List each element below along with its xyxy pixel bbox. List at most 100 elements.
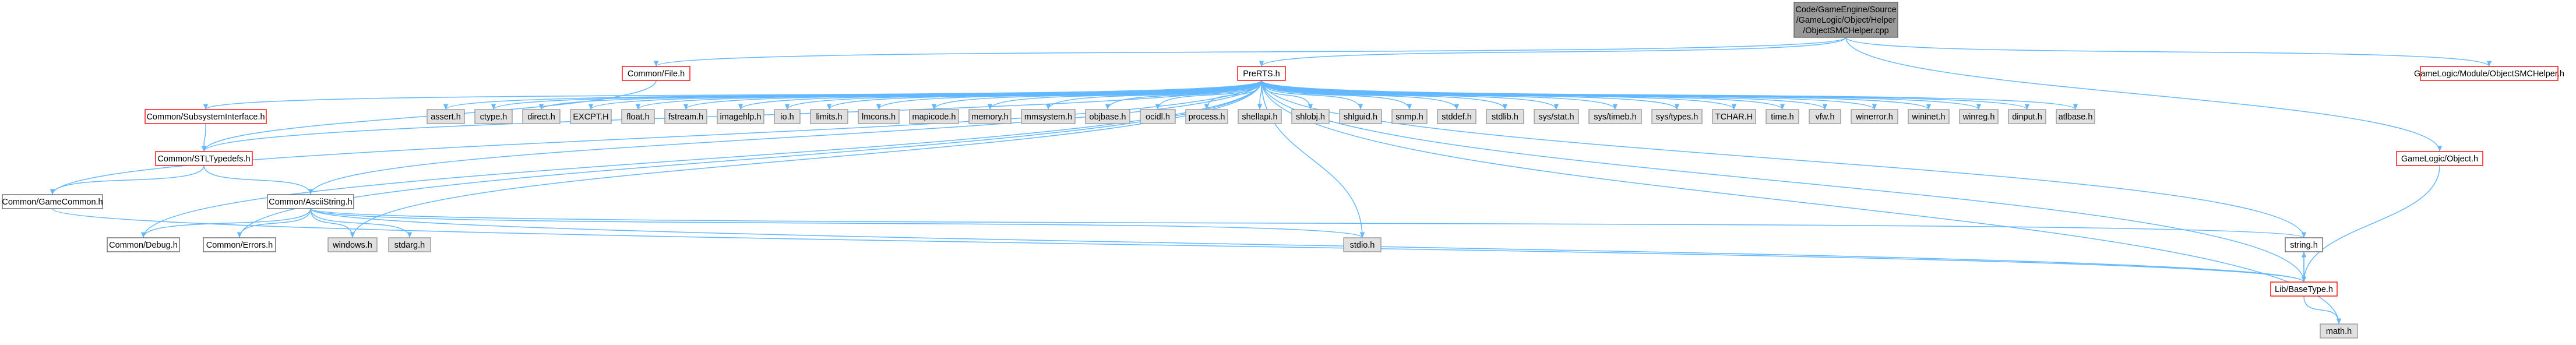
- node-label: stdarg.h: [394, 241, 425, 250]
- node-box: [621, 109, 655, 124]
- node-stdarg[interactable]: stdarg.h: [388, 237, 431, 252]
- node-math[interactable]: math.h: [2320, 323, 2358, 339]
- node-ctype[interactable]: ctype.h: [474, 109, 513, 124]
- node-shellapi[interactable]: shellapi.h: [1238, 109, 1282, 124]
- node-label: ctype.h: [480, 112, 508, 122]
- node-sysstat[interactable]: sys/stat.h: [1534, 109, 1579, 124]
- node-fstream[interactable]: fstream.h: [664, 109, 707, 124]
- node-subsystem[interactable]: Common/SubsystemInterface.h: [145, 109, 267, 124]
- node-stltypedefs[interactable]: Common/STLTypedefs.h: [155, 151, 253, 166]
- node-box: [388, 237, 431, 252]
- node-box: [1588, 109, 1642, 124]
- node-float[interactable]: float.h: [621, 109, 655, 124]
- node-box: [2396, 151, 2483, 166]
- node-prerts[interactable]: PreRTS.h: [1237, 66, 1286, 81]
- node-box: [1021, 109, 1076, 124]
- node-gamelogic-object[interactable]: GameLogic/Object.h: [2396, 151, 2483, 166]
- edge-prerts-to-memory: [987, 80, 1262, 110]
- edge-prerts-to-mapicode: [931, 80, 1262, 110]
- node-label: ocidl.h: [1146, 112, 1170, 122]
- node-string[interactable]: string.h: [2285, 237, 2323, 252]
- node-stddef[interactable]: stddef.h: [1437, 109, 1476, 124]
- node-label: lmcons.h: [862, 112, 896, 122]
- node-wininet[interactable]: wininet.h: [1908, 109, 1950, 124]
- node-label: stdlib.h: [1492, 112, 1518, 122]
- node-label: Common/File.h: [628, 69, 685, 79]
- node-snmp[interactable]: snmp.h: [1391, 109, 1428, 124]
- node-gamecommon[interactable]: Common/GameCommon.h: [2, 194, 103, 209]
- node-errors[interactable]: Common/Errors.h: [203, 237, 276, 252]
- node-label: imagehlp.h: [720, 112, 762, 122]
- node-dinput[interactable]: dinput.h: [2008, 109, 2046, 124]
- edge-prerts-to-math: [1261, 80, 2342, 325]
- edge-asciistring-to-windows: [310, 208, 355, 238]
- edge-root-to-prerts: [1259, 37, 1846, 67]
- node-label: io.h: [780, 112, 794, 122]
- node-winreg[interactable]: winreg.h: [1959, 109, 1999, 124]
- node-common-file[interactable]: Common/File.h: [622, 66, 690, 81]
- node-debug[interactable]: Common/Debug.h: [107, 237, 180, 252]
- node-io[interactable]: io.h: [774, 109, 801, 124]
- node-box: [1908, 109, 1950, 124]
- node-box: [2420, 66, 2559, 81]
- edge-prerts-to-shlobj: [1261, 80, 1313, 110]
- edge-prerts-to-sysstat: [1261, 80, 1559, 110]
- node-shlguid[interactable]: shlguid.h: [1339, 109, 1382, 124]
- edge-prerts-to-systimeb: [1261, 80, 1618, 110]
- node-systimeb[interactable]: sys/timeb.h: [1588, 109, 1642, 124]
- edge-prerts-to-windows: [350, 80, 1262, 238]
- edge-prerts-to-asciistring: [308, 80, 1262, 195]
- node-time[interactable]: time.h: [1766, 109, 1799, 124]
- node-atlbase[interactable]: atlbase.h: [2056, 109, 2095, 124]
- node-box: [2056, 109, 2095, 124]
- node-label: shellapi.h: [1242, 112, 1277, 122]
- node-box: [1343, 237, 1382, 252]
- node-box: [1959, 109, 1999, 124]
- node-box: [1085, 109, 1130, 124]
- node-label: objbase.h: [1090, 112, 1126, 122]
- node-objbase[interactable]: objbase.h: [1085, 109, 1130, 124]
- node-label: fstream.h: [668, 112, 703, 122]
- node-box: [664, 109, 707, 124]
- node-systypes[interactable]: sys/types.h: [1651, 109, 1703, 124]
- node-label: winreg.h: [1962, 112, 1995, 122]
- node-assert[interactable]: assert.h: [427, 109, 465, 124]
- edge-prerts-to-objbase: [1105, 80, 1262, 110]
- node-box: [1851, 109, 1898, 124]
- node-mmsystem[interactable]: mmsystem.h: [1021, 109, 1076, 124]
- node-limits[interactable]: limits.h: [810, 109, 848, 124]
- node-direct[interactable]: direct.h: [522, 109, 561, 124]
- node-mapicode[interactable]: mapicode.h: [909, 109, 959, 124]
- node-stdio[interactable]: stdio.h: [1343, 237, 1382, 252]
- node-box: [1437, 109, 1476, 124]
- node-label: Common/AsciiString.h: [269, 198, 352, 207]
- node-smchelper-h[interactable]: GameLogic/Module/ObjectSMCHelper.h: [2414, 66, 2564, 81]
- node-box: [2270, 281, 2338, 297]
- node-windows[interactable]: windows.h: [327, 237, 378, 252]
- node-asciistring[interactable]: Common/AsciiString.h: [267, 194, 354, 209]
- node-memory[interactable]: memory.h: [968, 109, 1012, 124]
- node-vfw[interactable]: vfw.h: [1809, 109, 1841, 124]
- node-root[interactable]: Code/GameEngine/Source/GameLogic/Object/…: [1793, 2, 1898, 38]
- node-label: /ObjectSMCHelper.cpp: [1803, 26, 1888, 36]
- node-shlobj[interactable]: shlobj.h: [1291, 109, 1330, 124]
- node-tchar[interactable]: TCHAR.H: [1712, 109, 1756, 124]
- edge-asciistring-to-stdarg: [310, 208, 413, 238]
- node-imagehlp[interactable]: imagehlp.h: [717, 109, 764, 124]
- node-winerror[interactable]: winerror.h: [1851, 109, 1898, 124]
- edge-asciistring-to-debug: [140, 208, 311, 238]
- node-box: [622, 66, 690, 81]
- node-basetype[interactable]: Lib/BaseType.h: [2270, 281, 2338, 297]
- edge-root-to-smchelper-h: [1845, 37, 2492, 67]
- node-process[interactable]: process.h: [1185, 109, 1228, 124]
- node-label: dinput.h: [2012, 112, 2042, 122]
- node-ocidl[interactable]: ocidl.h: [1140, 109, 1176, 124]
- node-lmcons[interactable]: lmcons.h: [858, 109, 900, 124]
- node-label: sys/timeb.h: [1594, 112, 1636, 122]
- node-label: vfw.h: [1815, 112, 1834, 122]
- node-label: process.h: [1189, 112, 1225, 122]
- node-excpt[interactable]: EXCPT.H: [570, 109, 612, 124]
- edge-stltypedefs-to-asciistring: [203, 165, 313, 195]
- node-stdlib[interactable]: stdlib.h: [1486, 109, 1524, 124]
